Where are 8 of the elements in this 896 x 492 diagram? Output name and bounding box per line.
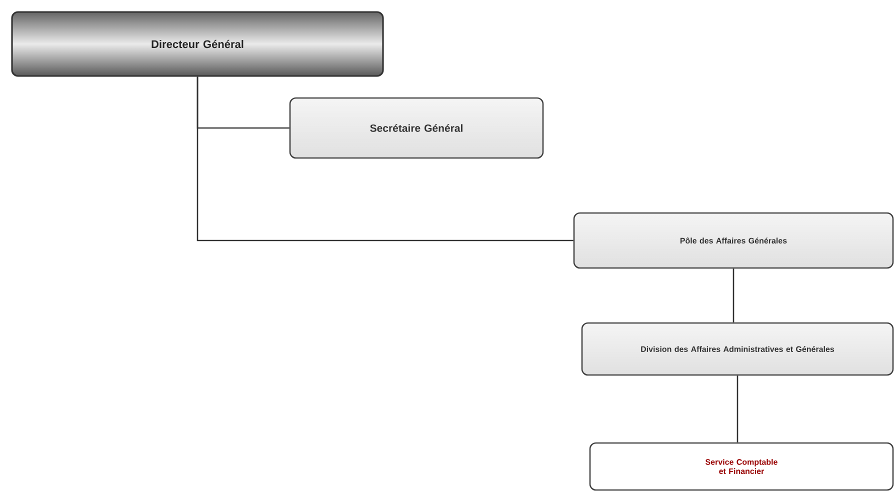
org-box: Directeur Général bbox=[11, 11, 384, 77]
org-box: Service Comptable et Financier bbox=[589, 442, 894, 491]
connector-line bbox=[196, 76, 574, 242]
org-box: Pôle des Affaires Générales bbox=[573, 212, 894, 269]
org-box: Division des Affaires Administratives et Générales bbox=[581, 322, 894, 376]
connector-line bbox=[736, 376, 738, 442]
connector-line bbox=[732, 268, 734, 322]
org-box: Secrétaire Général bbox=[289, 97, 544, 159]
